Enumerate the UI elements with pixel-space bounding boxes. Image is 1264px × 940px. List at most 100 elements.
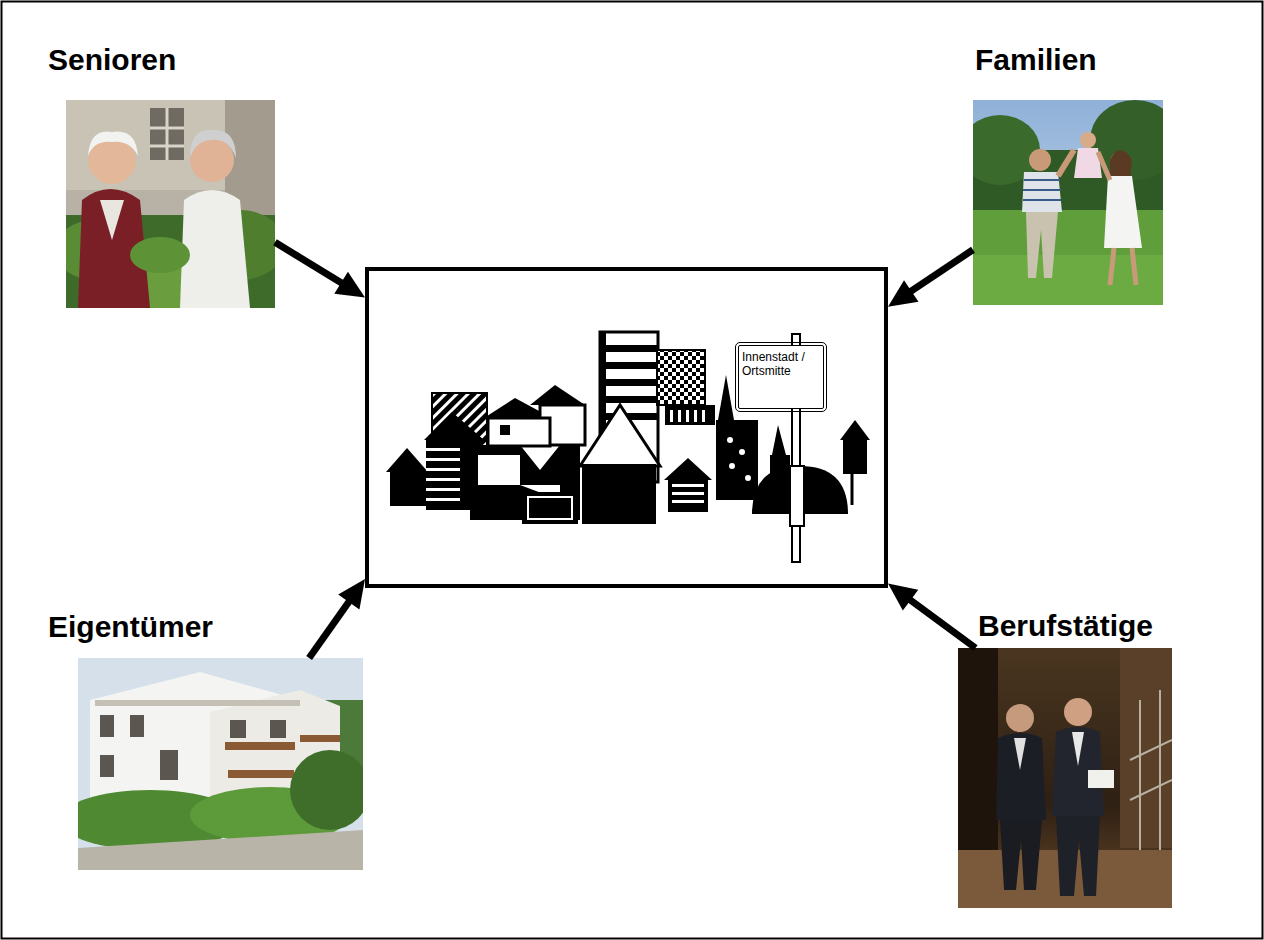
illustration-part (1006, 704, 1034, 732)
illustration-part (1072, 732, 1084, 766)
city-illustration (386, 332, 870, 562)
illustration-part (996, 733, 1046, 820)
group-photo-box: Eigentümer (78, 658, 363, 870)
illustration-part (1000, 820, 1042, 890)
illustration-part (772, 425, 786, 455)
illustration-part (580, 405, 660, 466)
illustration-part (426, 498, 460, 501)
illustration-part (665, 405, 715, 425)
illustration-part (670, 410, 673, 422)
group-heading: Familien (975, 43, 1097, 78)
illustration-part (426, 448, 460, 501)
arrow-head (338, 579, 365, 609)
group-photo-box: Senioren (66, 100, 275, 308)
family-photo (973, 100, 1163, 305)
illustration-part (727, 437, 751, 481)
arrow-connector (275, 242, 365, 297)
illustration-part (1130, 690, 1172, 860)
workers-photo (958, 648, 1172, 908)
arrow-head (888, 584, 918, 611)
illustration-part (1120, 648, 1172, 848)
group-photo-box: Berufstätige (958, 648, 1172, 908)
illustration-part (664, 458, 712, 480)
arrow-shaft (275, 242, 343, 284)
illustration-part (1110, 150, 1132, 180)
illustration-part (672, 484, 704, 487)
illustration-part (530, 385, 585, 405)
illustration-part (228, 770, 294, 778)
seniors-photo (66, 100, 275, 308)
illustration-part (150, 145, 184, 148)
illustration-part (528, 497, 572, 519)
illustration-part (100, 715, 114, 737)
owners-photo (78, 658, 363, 870)
illustration-part (716, 420, 758, 500)
group-photo-box: Familien (973, 100, 1163, 305)
illustration-part (672, 484, 704, 503)
place-sign: Innenstadt / Ortsmitte (738, 345, 824, 409)
illustration-part (100, 755, 114, 777)
illustration-part (130, 237, 190, 273)
illustration-part (657, 350, 705, 405)
illustration-part (670, 410, 705, 422)
illustration-part (160, 750, 178, 780)
illustration-part (840, 420, 870, 440)
arrow-connector (888, 250, 973, 307)
group-heading: Eigentümer (48, 610, 213, 645)
illustration-part (290, 750, 363, 830)
illustration-part (88, 132, 138, 157)
illustration-part (702, 410, 705, 422)
illustration-part (1056, 816, 1100, 896)
illustration-part (1139, 700, 1141, 860)
illustration-part (958, 648, 1172, 908)
illustration-part (1023, 180, 1061, 200)
illustration-part (488, 418, 550, 446)
illustration-part (1026, 212, 1058, 278)
illustration-part (718, 375, 734, 420)
illustration-part (426, 478, 460, 481)
illustration-part (745, 475, 751, 481)
illustration-part (426, 458, 460, 461)
illustration-part (843, 438, 867, 474)
illustration-part (225, 742, 295, 750)
illustration-part (1023, 199, 1061, 201)
illustration-part (150, 127, 184, 130)
illustration-part (1029, 149, 1051, 171)
illustration-part (426, 468, 460, 471)
illustration-part (190, 130, 236, 158)
illustration-part (1090, 100, 1163, 180)
illustration-part (1023, 189, 1061, 191)
illustration-part (678, 410, 681, 422)
illustration-part (1080, 132, 1096, 148)
arrow-connector (309, 579, 365, 658)
illustration-part (230, 720, 246, 738)
illustration-part (672, 492, 704, 495)
illustration-part (1130, 740, 1172, 760)
illustration-part (727, 437, 733, 443)
illustration-part (694, 410, 697, 422)
illustration-part (522, 492, 578, 524)
illustration-part (686, 410, 689, 422)
illustration-part (600, 345, 658, 352)
illustration-part (424, 412, 484, 440)
illustration-part (300, 735, 340, 742)
illustration-part (1098, 152, 1110, 180)
illustration-part (582, 464, 656, 524)
illustration-part (790, 466, 804, 526)
illustration-part (668, 478, 708, 512)
illustration-part (478, 455, 520, 485)
illustration-part (390, 470, 426, 506)
city-center-box: Innenstadt / Ortsmitte (365, 267, 888, 588)
illustration-part (600, 396, 658, 403)
illustration-part (150, 108, 184, 160)
illustration-part (100, 200, 124, 240)
illustration-part (1064, 698, 1092, 726)
arrow-connector (888, 584, 976, 648)
group-heading: Berufstätige (978, 609, 1153, 644)
illustration-part (672, 500, 704, 503)
illustration-part (270, 720, 286, 738)
